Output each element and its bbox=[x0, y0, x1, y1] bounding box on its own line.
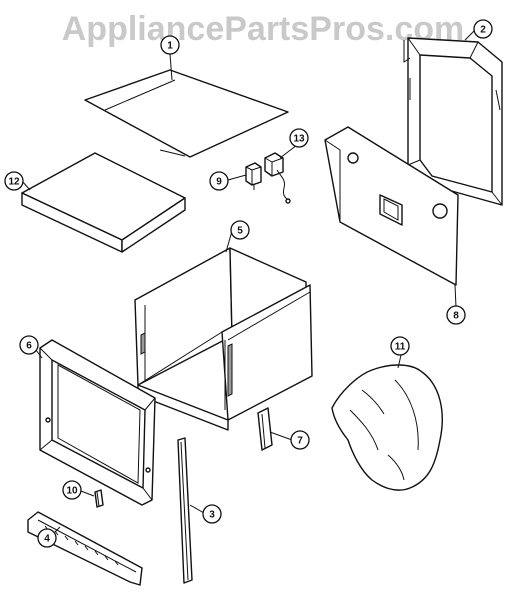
part-1-top-sheet[interactable] bbox=[84, 69, 289, 158]
callout-3-label: 3 bbox=[209, 510, 215, 521]
part-3-vertical-strip[interactable] bbox=[177, 437, 193, 584]
callout-10-label: 10 bbox=[66, 486, 78, 497]
callout-13-label: 13 bbox=[293, 134, 305, 145]
callout-5: 5 bbox=[230, 220, 250, 240]
callout-4-label: 4 bbox=[44, 534, 50, 545]
part-11-insulation-blanket[interactable] bbox=[331, 364, 443, 491]
callout-4: 4 bbox=[37, 528, 57, 548]
part-9-switch[interactable] bbox=[245, 162, 262, 190]
part-6-door-frame[interactable] bbox=[39, 339, 156, 506]
callout-9: 9 bbox=[209, 171, 229, 191]
callout-7-label: 7 bbox=[297, 436, 303, 447]
part-7-channel-bracket[interactable] bbox=[257, 407, 273, 451]
callout-11-label: 11 bbox=[395, 342, 406, 353]
part-10-clip[interactable] bbox=[94, 489, 104, 508]
callout-7: 7 bbox=[290, 430, 310, 450]
callout-1-label: 1 bbox=[167, 41, 173, 52]
callout-8: 8 bbox=[446, 305, 466, 325]
part-12-insulation-pad[interactable] bbox=[21, 152, 186, 253]
callout-2-label: 2 bbox=[480, 25, 486, 36]
callout-1: 1 bbox=[160, 35, 180, 55]
callout-12: 12 bbox=[4, 171, 24, 191]
callout-12-label: 12 bbox=[8, 177, 20, 188]
callout-10: 10 bbox=[62, 480, 82, 500]
callout-6: 6 bbox=[19, 335, 39, 355]
leader-lines bbox=[21, 29, 476, 533]
callout-11: 11 bbox=[390, 336, 410, 356]
watermark-text: AppliancePartsPros.com bbox=[62, 10, 464, 48]
part-4-bottom-rail[interactable] bbox=[27, 511, 143, 586]
callout-6-label: 6 bbox=[26, 341, 32, 352]
callout-5-label: 5 bbox=[237, 226, 243, 237]
part-8-back-panel[interactable] bbox=[324, 126, 459, 286]
part-13-switch-with-wire[interactable] bbox=[264, 152, 291, 204]
part-2-rear-frame[interactable] bbox=[403, 37, 503, 206]
callout-13: 13 bbox=[289, 128, 309, 148]
callout-8-label: 8 bbox=[453, 311, 459, 322]
part-5-oven-cavity[interactable] bbox=[134, 247, 313, 431]
callout-9-label: 9 bbox=[216, 177, 222, 188]
callout-2: 2 bbox=[473, 19, 493, 39]
callout-3: 3 bbox=[202, 504, 222, 524]
